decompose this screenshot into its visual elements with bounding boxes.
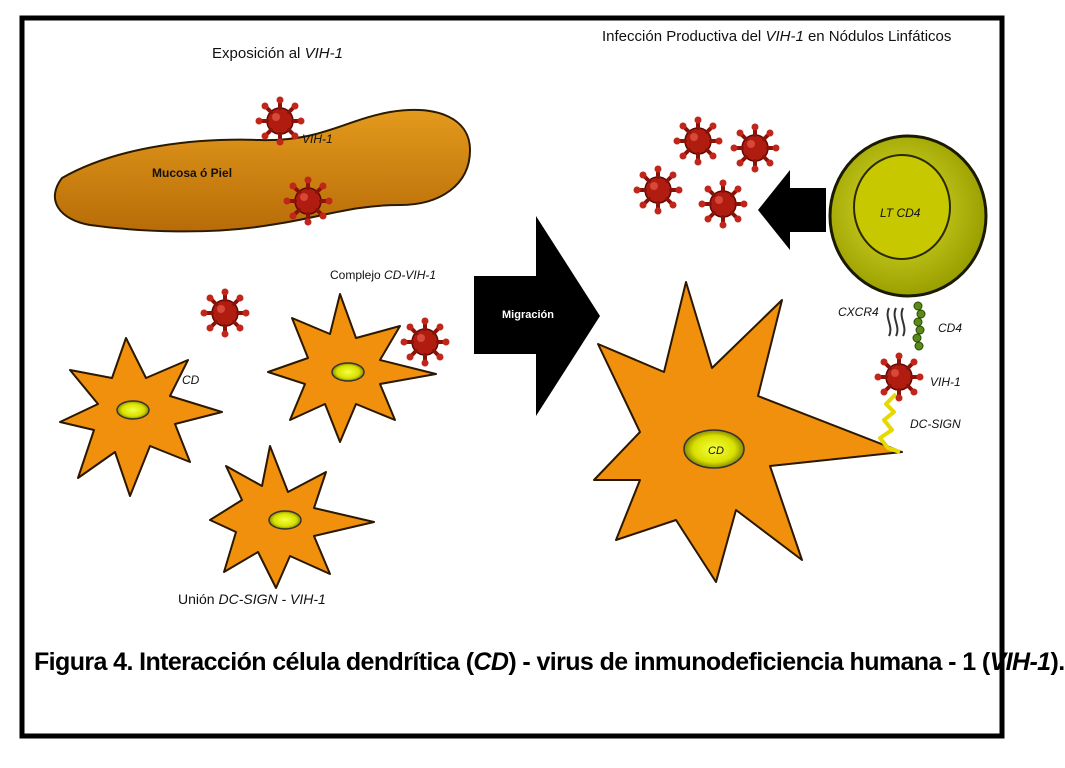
union-label: Unión DC-SIGN - VIH-1 bbox=[178, 591, 326, 607]
figure-border bbox=[19, 15, 1005, 739]
cd-label: CD bbox=[182, 373, 200, 387]
dc-sign-label: DC-SIGN bbox=[910, 417, 961, 431]
virus-particle bbox=[728, 121, 782, 175]
exposure-title: Exposición al VIH-1 bbox=[212, 45, 343, 62]
virus-particle bbox=[253, 94, 307, 148]
cxcr4-label: CXCR4 bbox=[838, 305, 879, 319]
diagram: Exposición al VIH-1 Infección Productiva… bbox=[19, 15, 1005, 739]
cxcr4-receptor bbox=[886, 307, 906, 337]
cd4-label: CD4 bbox=[938, 321, 962, 335]
figure-caption: Figura 4. Interacción célula dendrítica … bbox=[34, 648, 1065, 676]
figure-frame: Exposición al VIH-1 Infección Productiva… bbox=[19, 15, 1065, 739]
lt-cd4-lymphocyte bbox=[828, 134, 988, 298]
dc-sign-receptor bbox=[878, 392, 901, 454]
virus-particle bbox=[198, 286, 252, 340]
complex-label: Complejo CD-VIH-1 bbox=[330, 268, 436, 282]
virus-particle bbox=[398, 315, 452, 369]
dendritic-cell bbox=[59, 337, 223, 497]
dendritic-cell-union bbox=[209, 445, 375, 589]
migration-arrow bbox=[474, 216, 600, 416]
mucosa-label: Mucosa ó Piel bbox=[152, 166, 232, 180]
virus-label: VIH-1 bbox=[302, 132, 333, 146]
virus-particle bbox=[872, 350, 926, 404]
lt-cd4-label: LT CD4 bbox=[880, 206, 921, 220]
virus-particle bbox=[696, 177, 750, 231]
dendritic-cell-complex bbox=[267, 293, 437, 443]
virus-particle bbox=[631, 163, 685, 217]
virus-right-label: VIH-1 bbox=[930, 375, 961, 389]
virus-particle bbox=[671, 114, 725, 168]
release-arrow bbox=[758, 170, 826, 250]
migration-label: Migración bbox=[502, 309, 554, 321]
productive-infection-title: Infección Productiva del VIH-1 en Nódulo… bbox=[602, 28, 951, 45]
cd-large-label: CD bbox=[708, 445, 724, 457]
virus-particle bbox=[281, 174, 335, 228]
mucosa-skin-band bbox=[53, 108, 472, 233]
dendritic-cell-large bbox=[593, 281, 903, 583]
cd4-receptor bbox=[912, 301, 926, 351]
